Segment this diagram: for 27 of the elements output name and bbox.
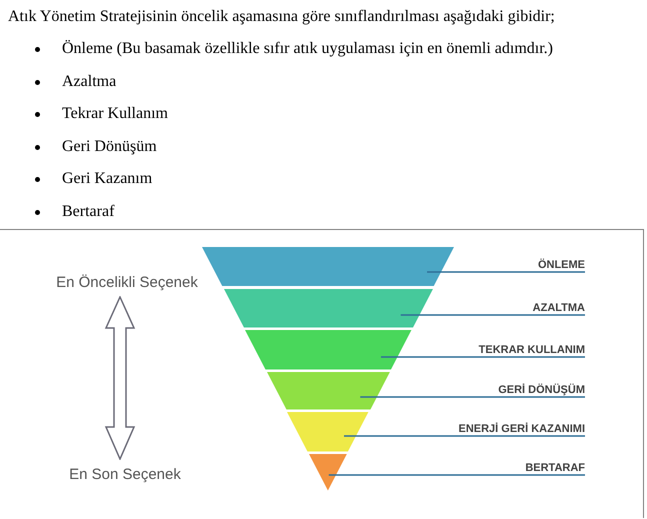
scale-label: En Son Seçenek: [69, 466, 181, 484]
leader-line: [427, 271, 585, 273]
list-item: Geri Kazanım: [62, 169, 152, 189]
list-item: Azaltma: [62, 72, 116, 92]
tier-label: AZALTMA: [532, 302, 585, 315]
leader-line: [400, 314, 585, 316]
leader-line: [328, 474, 585, 476]
leader-line: [380, 356, 585, 358]
list-item: Geri Dönüşüm: [62, 137, 157, 157]
tier-label: GERİ DÖNÜŞÜM: [498, 384, 585, 397]
tier-label: ENERJİ GERİ KAZANIMI: [458, 423, 585, 436]
list-item: Bertaraf: [62, 202, 114, 222]
intro-sentence: Atık Yönetim Stratejisinin öncelik aşamasına göre sınıflandırılması aşağıdaki gibidir;: [8, 7, 555, 27]
tier-label: ÖNLEME: [538, 259, 585, 272]
list-item: Önleme (Bu basamak özellikle sıfır atık uygulaması için en önemli adımdır.): [62, 39, 553, 59]
pyramid-tier: [266, 372, 390, 409]
pyramid-tier: [309, 454, 347, 490]
pyramid-tier: [202, 247, 454, 286]
pyramid-tier: [244, 330, 412, 369]
list-item: Tekrar Kullanım: [62, 104, 168, 124]
pyramid-tier: [224, 288, 432, 327]
leader-line: [344, 435, 585, 437]
tier-label: TEKRAR KULLANIM: [478, 344, 585, 357]
scale-label: En Öncelikli Seçenek: [56, 274, 198, 292]
tier-label: BERTARAF: [525, 462, 585, 475]
leader-line: [360, 396, 585, 398]
pyramid-tier: [287, 412, 369, 451]
